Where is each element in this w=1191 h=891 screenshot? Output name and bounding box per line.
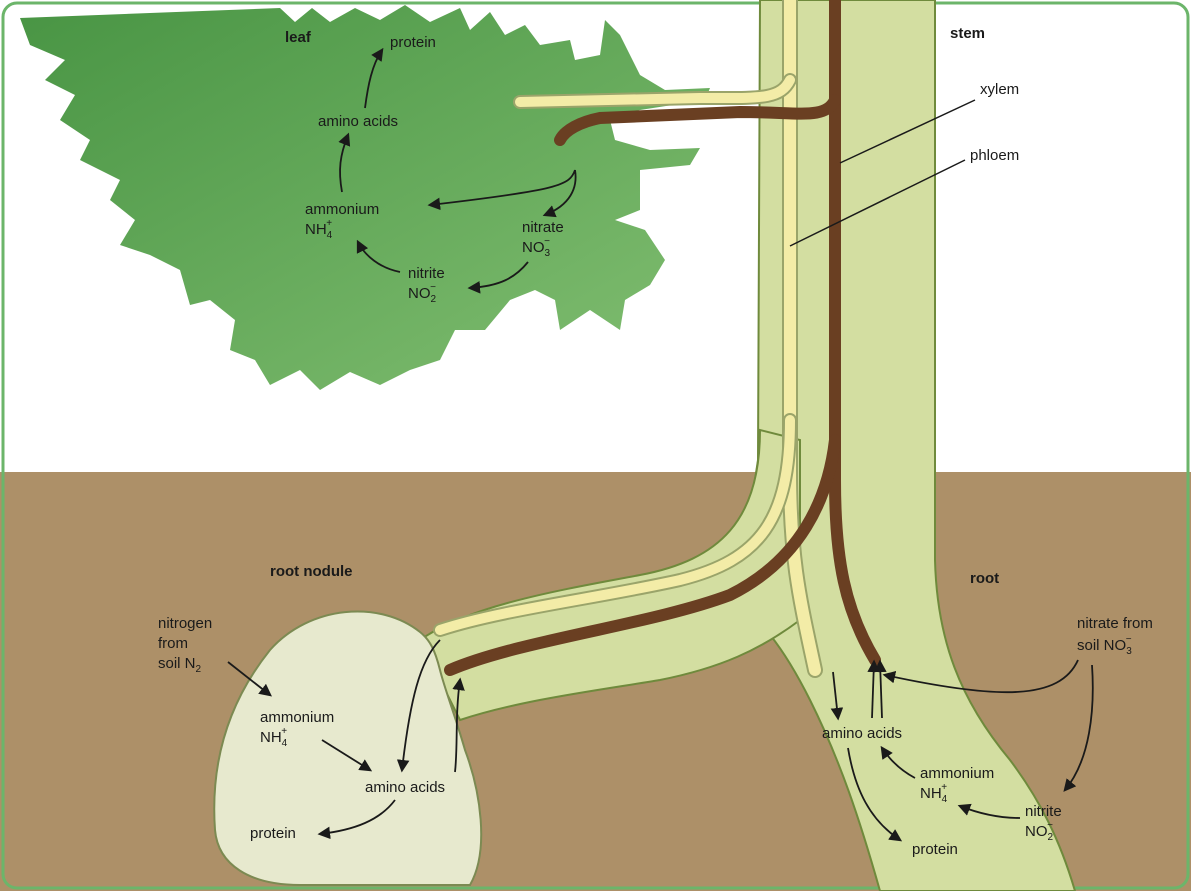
label-root-nodule: root nodule bbox=[270, 563, 353, 580]
nodule-ammonium-formula: NH4+ bbox=[260, 726, 288, 749]
nodule-protein: protein bbox=[250, 825, 296, 842]
root-nitrate-line2: soil NO3− bbox=[1077, 634, 1132, 657]
nodule-nitrogen-line1: nitrogen bbox=[158, 615, 212, 632]
leaf-ammonium-formula: NH4+ bbox=[305, 218, 333, 241]
nodule-amino-acids: amino acids bbox=[365, 779, 445, 796]
nodule-ammonium: ammonium bbox=[260, 709, 334, 726]
root-ammonium: ammonium bbox=[920, 765, 994, 782]
label-stem: stem bbox=[950, 25, 985, 42]
leaf-nitrite: nitrite bbox=[408, 265, 445, 282]
root-protein: protein bbox=[912, 841, 958, 858]
root-nitrite-formula: NO2− bbox=[1025, 820, 1054, 843]
label-root: root bbox=[970, 570, 999, 587]
label-xylem: xylem bbox=[980, 81, 1019, 98]
root-amino-acids: amino acids bbox=[822, 725, 902, 742]
label-leaf: leaf bbox=[285, 29, 312, 46]
leaf-nitrate-formula: NO3− bbox=[522, 236, 551, 259]
root-nitrite: nitrite bbox=[1025, 803, 1062, 820]
label-phloem: phloem bbox=[970, 147, 1019, 164]
root-ammonium-formula: NH4+ bbox=[920, 782, 948, 805]
leaf-ammonium: ammonium bbox=[305, 201, 379, 218]
leaf-nitrite-formula: NO2− bbox=[408, 282, 437, 305]
nodule-nitrogen-line2: from bbox=[158, 635, 188, 652]
leaf-nitrate: nitrate bbox=[522, 219, 564, 236]
root-nitrate-line1: nitrate from bbox=[1077, 615, 1153, 632]
leaf-protein: protein bbox=[390, 34, 436, 51]
leaf-amino-acids: amino acids bbox=[318, 113, 398, 130]
